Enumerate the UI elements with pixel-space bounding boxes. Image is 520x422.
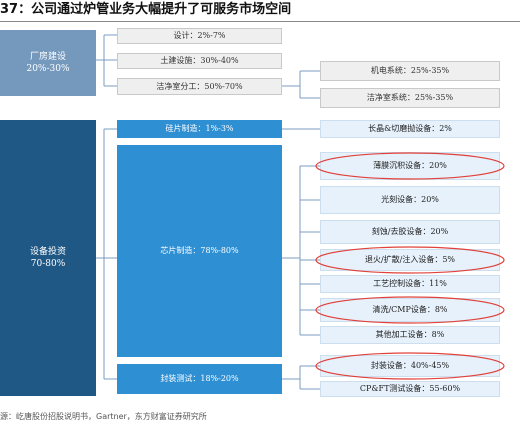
highlight-packaging-equipment — [315, 352, 505, 380]
node-lithography: 光刻设备：20% — [320, 186, 500, 214]
category-share: 20%-30% — [26, 64, 70, 74]
node-mep-system: 机电系统：25%-35% — [320, 61, 500, 81]
node-etch-strip: 刻蚀/去胶设备：20% — [320, 220, 500, 244]
node-wafer-manufacturing: 硅片制造：1%-3% — [117, 120, 282, 138]
node-crystal-growth-equipment: 长晶&切磨抛设备：2% — [320, 120, 500, 138]
node-anneal-diffusion-implant: 退火/扩散/注入设备：5% — [320, 249, 500, 271]
category-factory-construction: 厂房建设 20%-30% — [0, 30, 96, 96]
node-design: 设计：2%-7% — [117, 28, 282, 44]
node-civil-facilities: 土建设施：30%-40% — [117, 53, 282, 69]
node-cleanroom-system: 洁净室系统：25%-35% — [320, 88, 500, 108]
category-name: 厂房建设 — [29, 52, 66, 62]
node-thin-film-deposition: 薄膜沉积设备：20% — [320, 152, 500, 180]
source-note: 源：屹唐股份招股说明书，Gartner，东方财富证券研究所 — [0, 412, 207, 421]
category-equipment-investment: 设备投资 70-80% — [0, 120, 96, 396]
node-cleanroom-contracting: 洁净室分工：50%-70% — [117, 78, 282, 95]
highlight-cmp — [315, 296, 505, 324]
node-cp-ft-test: CP&FT测试设备：55-60% — [320, 381, 500, 397]
node-chip-manufacturing: 芯片制造：78%-80% — [117, 145, 282, 357]
figure-title: 37：公司通过炉管业务大幅提升了可服务市场空间 — [0, 2, 292, 17]
category-name: 设备投资 — [29, 247, 66, 257]
highlight-anneal — [315, 246, 505, 274]
node-packaging-equipment: 封装设备：40%-45% — [320, 355, 500, 377]
highlight-thin-film — [315, 152, 505, 180]
node-other-processing: 其他加工设备：8% — [320, 326, 500, 344]
node-packaging-testing: 封装测试：18%-20% — [117, 364, 282, 394]
node-process-control: 工艺控制设备：11% — [320, 275, 500, 293]
title-divider — [0, 21, 520, 22]
category-share: 70-80% — [30, 259, 66, 269]
node-clean-cmp: 清洗/CMP设备：8% — [320, 298, 500, 322]
